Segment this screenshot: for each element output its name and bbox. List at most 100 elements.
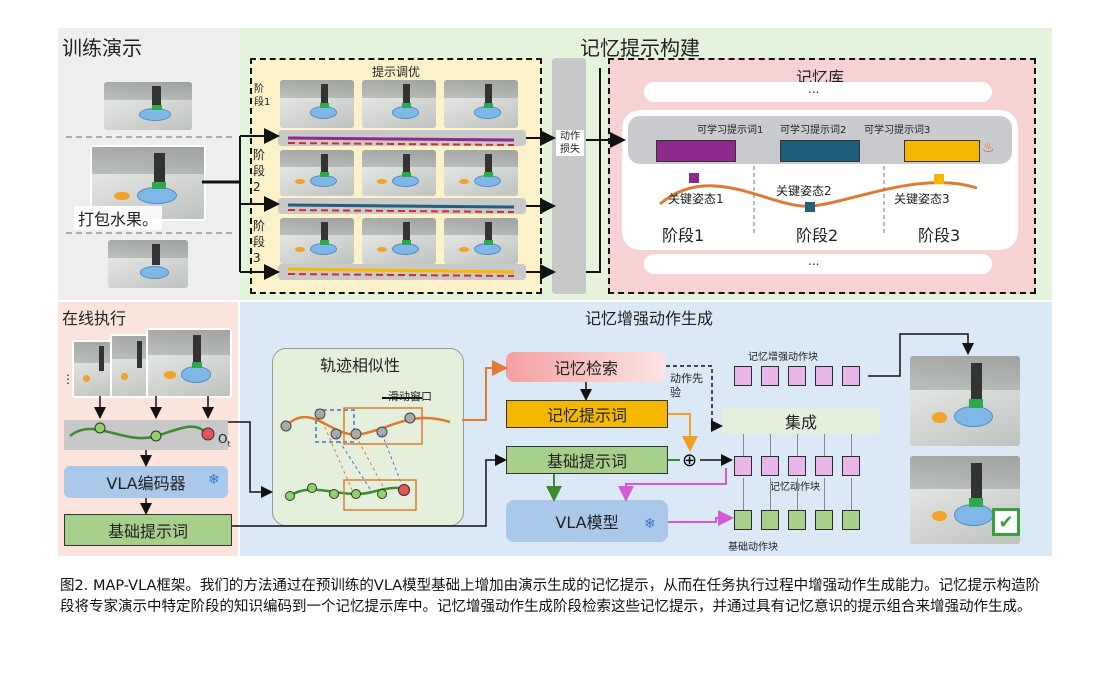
base-prompt-box: 基础提示词 — [506, 446, 668, 474]
learnable-token-3 — [904, 140, 980, 162]
stage-label: 阶段2 — [253, 148, 266, 194]
action-loss-column — [552, 58, 586, 294]
result-photo-1 — [910, 356, 1020, 446]
observation-label: Ot — [218, 432, 231, 448]
chunk-connector — [743, 478, 744, 510]
memory-bank-bottom-slot — [644, 254, 992, 274]
chunk-connector — [770, 478, 771, 510]
vla-model-label: VLA模型 — [555, 513, 619, 532]
key-pose-label: 关键姿态3 — [894, 192, 950, 206]
online-base-prompt-box: 基础提示词 — [64, 514, 232, 546]
stage2-photo — [362, 150, 436, 196]
memory-retrieval-label: 记忆检索 — [553, 359, 618, 378]
action-chunk-square — [734, 456, 752, 476]
online-photo-3 — [146, 328, 232, 398]
learnable-token-1 — [656, 140, 736, 162]
memory-bank-top-slot — [644, 82, 992, 102]
stage3-photo — [280, 218, 354, 264]
demo-divider — [66, 136, 232, 138]
chunk-connector — [797, 478, 798, 510]
vla-encoder-box: VLA编码器 — [64, 466, 228, 498]
action-chunk-square — [734, 510, 752, 530]
snowflake-icon: ❄ — [208, 472, 220, 488]
memory-action-title: 记忆增强动作生成 — [585, 309, 714, 328]
similarity-plot — [280, 397, 451, 511]
action-prior-label: 动作先验 — [670, 372, 703, 399]
stage-label: 阶段3 — [253, 219, 266, 265]
key-pose-label: 关键姿态1 — [668, 192, 724, 206]
online-base-prompt-label: 基础提示词 — [107, 522, 188, 541]
traj-similarity-box — [272, 348, 464, 526]
plus-icon: ⊕ — [682, 450, 698, 471]
action-chunk-square — [815, 510, 833, 530]
chunk-connector — [797, 434, 798, 456]
memory-prompt-label: 记忆提示词 — [546, 406, 627, 425]
memory-stage-label: 阶段1 — [662, 226, 705, 245]
key-pose-curve — [659, 166, 978, 234]
chunk-connector — [851, 478, 852, 510]
memory-prompt-box: 记忆提示词 — [506, 400, 668, 428]
demo-photo-3 — [108, 240, 188, 288]
demo-instruction: 打包水果。 — [74, 206, 163, 230]
chunk-connector — [824, 478, 825, 510]
memory-retrieval-box: 记忆检索 — [506, 352, 666, 382]
vla-model-box: VLA模型 — [506, 500, 668, 542]
action-chunk-square — [788, 456, 806, 476]
train-demo-title: 训练演示 — [62, 36, 142, 60]
action-chunk-square — [761, 510, 779, 530]
prompt-tuning-label: 提示调优 — [372, 65, 421, 79]
action-chunk-square — [842, 510, 860, 530]
chunk-connector — [851, 434, 852, 456]
action-chunk-square — [815, 456, 833, 476]
online-exec-title: 在线执行 — [62, 309, 127, 328]
action-chunk-square — [815, 366, 833, 386]
key-pose-label: 关键姿态2 — [776, 184, 832, 198]
chunk-connector — [824, 434, 825, 456]
bottom-connectors — [140, 333, 974, 527]
online-dots: ⋮ — [62, 372, 74, 386]
learnable-token-2 — [780, 140, 860, 162]
stage1-photo — [444, 80, 518, 128]
sliding-window-label: 滑动窗口 — [388, 390, 432, 403]
action-chunk-square — [842, 456, 860, 476]
success-check-icon: ✔ — [992, 508, 1020, 536]
memory-action-chunk-label: 记忆动作块 — [770, 482, 820, 493]
fire-icon: ♨ — [982, 140, 995, 156]
action-chunk-square — [788, 366, 806, 386]
stage3-photo — [362, 218, 436, 264]
traj-similarity-title: 轨迹相似性 — [320, 356, 401, 375]
online-trajectory-bar — [64, 420, 228, 450]
mem-action-chunk-label: 记忆增强动作块 — [748, 352, 818, 363]
top-connectors — [202, 68, 626, 280]
stage3-photo — [444, 218, 518, 264]
action-loss-label: 动作损失 — [556, 130, 584, 156]
chunk-connector — [770, 434, 771, 456]
observation-t: t — [227, 439, 231, 449]
memory-build-title: 记忆提示构建 — [580, 36, 700, 60]
online-trajectory — [69, 396, 215, 442]
base-action-chunk-label: 基础动作块 — [728, 542, 778, 553]
memory-stage-label: 阶段3 — [918, 226, 961, 245]
action-chunk-square — [734, 366, 752, 386]
chunk-connector — [743, 434, 744, 456]
stage-prompt-lines — [287, 136, 515, 277]
stage2-photo — [444, 150, 518, 196]
demo-photo-1 — [104, 82, 192, 130]
action-chunk-square — [761, 366, 779, 386]
stage1-photo — [280, 80, 354, 128]
action-chunk-square — [761, 456, 779, 476]
vla-encoder-label: VLA编码器 — [106, 474, 186, 493]
base-prompt-label: 基础提示词 — [546, 452, 627, 471]
memory-stage-label: 阶段2 — [796, 226, 839, 245]
demo-divider — [66, 232, 232, 234]
stage-label: 阶段1 — [254, 84, 271, 108]
learnable-token-label: 可学习提示词1 — [697, 125, 764, 136]
ensemble-label: 集成 — [784, 413, 817, 432]
stage1-photo — [362, 80, 436, 128]
memory-bank-ellipsis: ... — [808, 254, 820, 268]
learnable-token-label: 可学习提示词3 — [864, 125, 931, 136]
action-chunk-square — [788, 510, 806, 530]
figure-caption: 图2. MAP-VLA框架。我们的方法通过在预训练的VLA模型基础上增加由演示生… — [60, 578, 1041, 615]
ensemble-box: 集成 — [722, 408, 880, 434]
action-chunk-square — [842, 366, 860, 386]
